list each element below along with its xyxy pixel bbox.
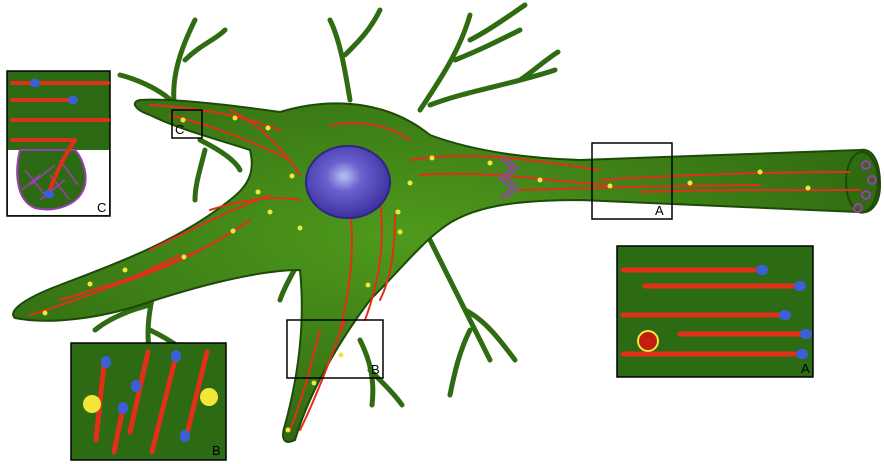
- inset-c-label: C: [97, 200, 106, 215]
- vesicle-large: [638, 331, 658, 351]
- box-b-label: B: [371, 362, 380, 377]
- inset-a-label: A: [801, 361, 810, 376]
- axon-terminal: [846, 152, 878, 212]
- vesicle-left: [83, 395, 101, 413]
- inset-c: C: [7, 71, 110, 216]
- nucleus: [306, 146, 390, 218]
- inset-b-label: B: [212, 443, 221, 458]
- box-a-label: A: [655, 203, 664, 218]
- box-c-label: C: [175, 122, 184, 137]
- inset-b: B: [71, 343, 226, 460]
- vesicle-right: [200, 388, 218, 406]
- inset-a: A: [617, 246, 813, 377]
